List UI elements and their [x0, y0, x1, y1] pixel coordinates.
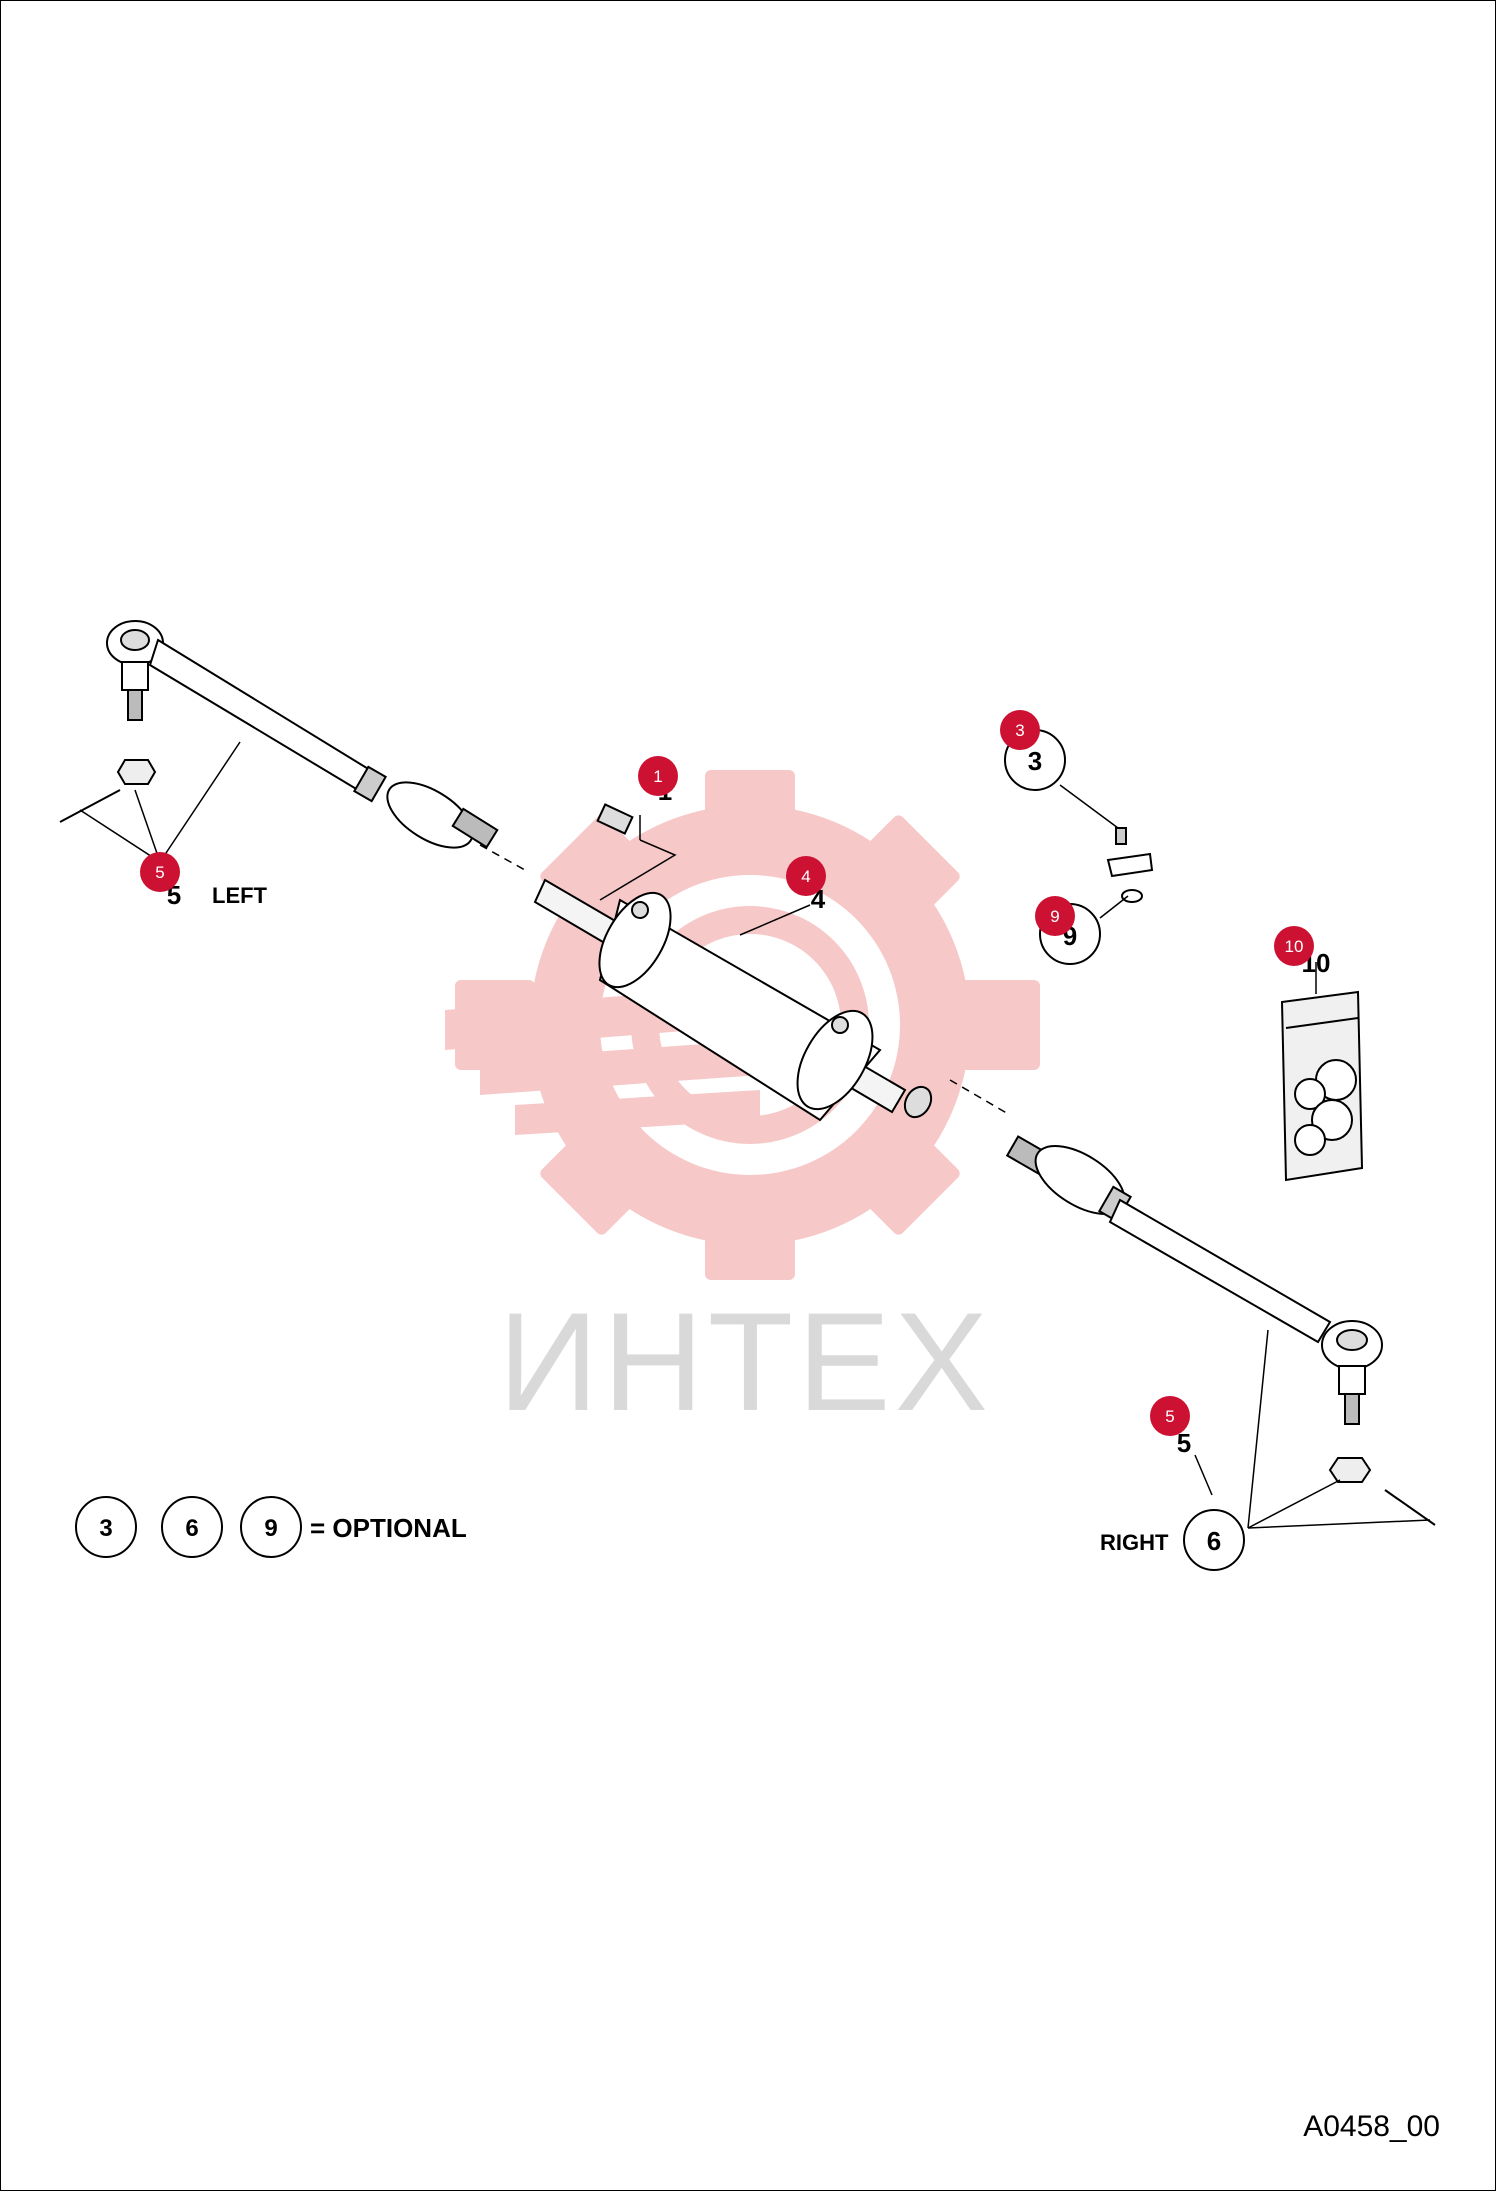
badge-5-right: 5: [1150, 1396, 1190, 1436]
svg-text:3: 3: [1015, 721, 1024, 740]
svg-text:10: 10: [1285, 937, 1304, 956]
svg-text:9: 9: [1050, 907, 1059, 926]
left-ball-stud: [121, 661, 149, 691]
legend-text: = OPTIONAL: [310, 1513, 467, 1543]
callout-6: 6: [1207, 1526, 1221, 1556]
left-cotter-pin: [59, 789, 121, 823]
seal-ring-2: [1294, 1078, 1326, 1110]
right-ball-socket: [1336, 1329, 1368, 1351]
callout-circle-6: [1183, 1509, 1245, 1571]
grease-nipple: [1115, 827, 1127, 845]
right-leaders: [1194, 1329, 1431, 1529]
right-stud-thread: [1344, 1393, 1360, 1425]
badge-5-left: 5: [140, 852, 180, 892]
left-rod-tube: [148, 638, 372, 792]
seal-ring-4: [1294, 1124, 1326, 1156]
legend-circle-9: [240, 1496, 302, 1558]
cylinder-rear-cap: [796, 1009, 874, 1111]
badge-9: 9: [1035, 896, 1075, 936]
label-right: RIGHT: [1100, 1530, 1169, 1555]
fitting-bracket: [1106, 852, 1154, 878]
cylinder-front-cap: [598, 891, 672, 989]
right-ball-stud: [1338, 1365, 1366, 1395]
svg-text:1: 1: [653, 767, 662, 786]
badge-4: 4: [786, 856, 826, 896]
badge-1: 1: [638, 756, 678, 796]
steering-cylinder: [533, 803, 933, 1122]
seal-kit-bag: [1280, 990, 1364, 1182]
svg-text:5: 5: [1165, 1407, 1174, 1426]
right-tie-rod: [1005, 1135, 1436, 1526]
left-inner-joint: [386, 781, 474, 849]
left-tie-rod: [59, 620, 499, 849]
fitting-washer: [1121, 889, 1143, 903]
front-port: [631, 901, 649, 919]
optional-fitting: [1106, 827, 1154, 903]
rod-eye: [903, 1085, 933, 1119]
cylinder-leaders: [599, 815, 1011, 1116]
drawing-code: A0458_00: [1303, 2110, 1440, 2143]
fitting-leaders: [1059, 784, 1129, 919]
badge-10: 10: [1274, 926, 1314, 966]
bolt-part-1: [596, 803, 634, 835]
right-castle-nut: [1328, 1457, 1372, 1483]
left-ball-socket: [120, 629, 150, 651]
left-stud-thread: [127, 689, 143, 721]
callout-3: 3: [1028, 746, 1042, 776]
left-inner-thread: [451, 807, 499, 849]
badge-3: 3: [1000, 710, 1040, 750]
legend-item-3: 3: [99, 1515, 112, 1542]
legend-circle-6: [161, 1496, 223, 1558]
legend-circle-3: [75, 1496, 137, 1558]
left-rod-nut: [352, 765, 388, 803]
svg-text:5: 5: [155, 863, 164, 882]
label-left: LEFT: [212, 883, 268, 908]
watermark-text: ИНТЕХ: [498, 1283, 992, 1440]
callout-5-right: 5: [1177, 1428, 1191, 1458]
right-cotter-pin: [1384, 1489, 1436, 1526]
left-leaders: [79, 741, 526, 871]
watermark: ИНТЕХ: [445, 770, 1040, 1440]
left-castle-nut: [116, 759, 157, 785]
legend-item-6: 6: [185, 1515, 198, 1542]
optional-legend: 3 6 9 = OPTIONAL: [75, 1496, 467, 1558]
rear-port: [831, 1016, 849, 1034]
svg-text:4: 4: [801, 867, 810, 886]
legend-item-9: 9: [264, 1515, 277, 1542]
right-rod-tube: [1108, 1198, 1332, 1344]
